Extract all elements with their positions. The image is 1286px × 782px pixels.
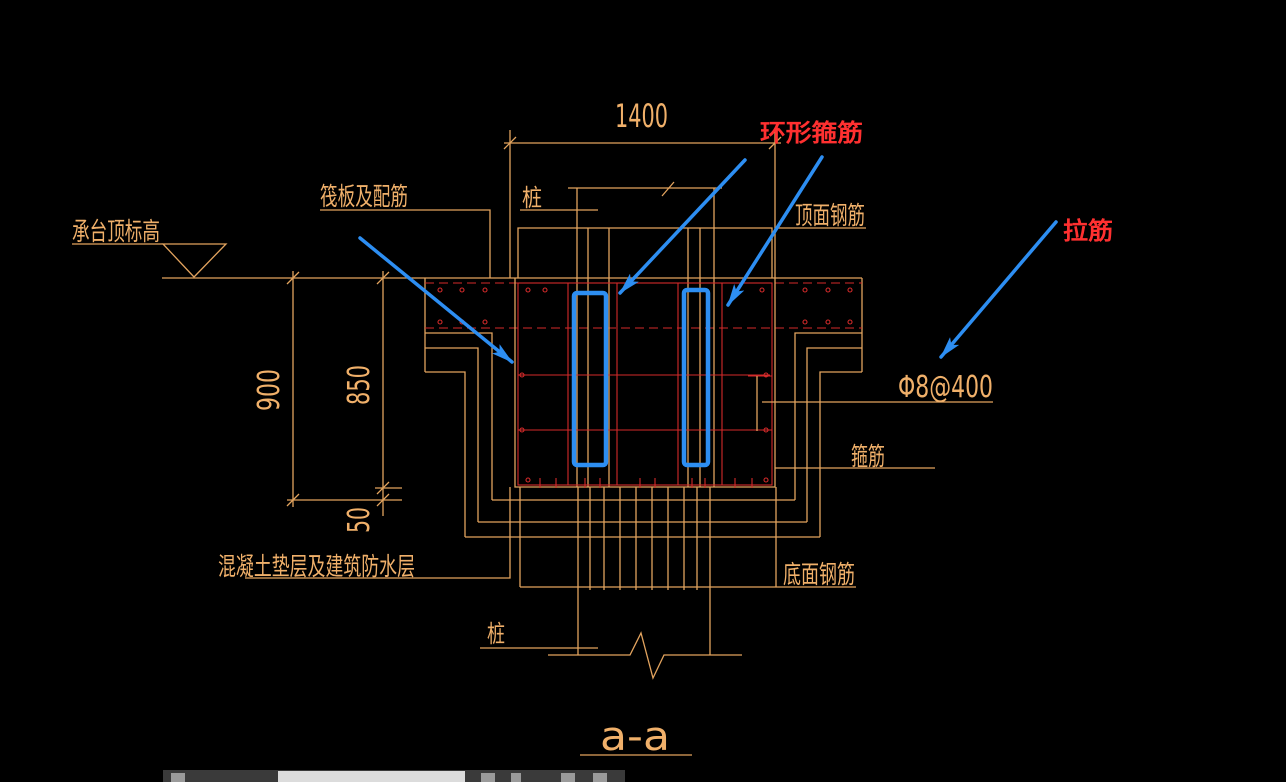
rebar-dot bbox=[459, 287, 465, 293]
dimension-900 bbox=[286, 271, 402, 507]
elevation-triangle bbox=[161, 243, 228, 278]
pile-rebars-group bbox=[589, 487, 698, 590]
cap-top-elevation-label: 承台顶标高 bbox=[72, 217, 160, 246]
rebar-dot bbox=[482, 287, 488, 293]
dim-1400-extensions bbox=[509, 130, 776, 278]
upper-pile-outline bbox=[568, 187, 722, 487]
ring-stirrup-highlight-right bbox=[681, 287, 711, 468]
raft-rebar-label: 筏板及配筋 bbox=[320, 182, 408, 211]
bedding-waterproof-label: 混凝土垫层及建筑防水层 bbox=[218, 552, 415, 581]
pile-cap bbox=[437, 181, 853, 488]
cap-side-rebars bbox=[518, 374, 770, 431]
rebar-dot bbox=[437, 319, 443, 325]
rebar-dot bbox=[519, 427, 525, 433]
top-rebar-label: 顶面钢筋 bbox=[795, 201, 865, 230]
dim-900-text: 900 bbox=[252, 369, 287, 411]
toolbar-button[interactable] bbox=[511, 773, 521, 782]
pile-anchor-rebars bbox=[587, 228, 701, 487]
bottom-rebar-leader bbox=[519, 487, 856, 588]
tie-spec-label: Φ8@400 bbox=[898, 370, 993, 405]
rebar-dot bbox=[519, 372, 525, 378]
rebar-dot bbox=[763, 427, 769, 433]
rebar-dot bbox=[482, 319, 488, 325]
cad-bottom-toolbar bbox=[163, 770, 625, 782]
rebar-dot bbox=[763, 372, 769, 378]
raft-left-steps bbox=[424, 278, 493, 537]
bedding-leader bbox=[245, 487, 511, 579]
toolbar-button[interactable] bbox=[593, 773, 607, 782]
drawing-labels: 1400 900 850 50 承台顶标高 筏板及配筋 桩 顶面钢筋 Φ8@40… bbox=[72, 97, 993, 760]
ring-stirrup-legs bbox=[567, 283, 723, 485]
ring-stirrup-arrow-right bbox=[726, 155, 824, 307]
tie-bar-annotation: 拉筋 bbox=[1063, 217, 1113, 245]
dim-1400-ticks bbox=[503, 136, 782, 150]
raft-slab bbox=[424, 277, 863, 538]
raft-pointer-arrow bbox=[358, 236, 514, 364]
rebar-dot bbox=[802, 287, 808, 293]
highlight-overlay: 环形箍筋 拉筋 bbox=[358, 119, 1113, 468]
rebar-dots-group bbox=[437, 287, 853, 483]
leaders bbox=[245, 209, 993, 756]
tie-bar-ends bbox=[748, 375, 772, 431]
rebar-dot bbox=[847, 287, 853, 293]
dimension-1400 bbox=[503, 130, 782, 278]
pile-bottom-label: 桩 bbox=[487, 620, 505, 648]
cap-outer-hoop bbox=[517, 282, 773, 486]
tie-bar-arrow bbox=[939, 220, 1058, 359]
command-input[interactable] bbox=[278, 771, 465, 782]
upper-pile-break-tick bbox=[661, 181, 675, 197]
dim-850-text: 850 bbox=[342, 365, 377, 405]
cap-top-stub bbox=[517, 227, 773, 278]
pile-top-label: 桩 bbox=[522, 184, 542, 212]
toolbar-button[interactable] bbox=[481, 773, 495, 782]
lower-pile bbox=[548, 487, 742, 680]
lower-pile-outline bbox=[577, 487, 711, 655]
rebar-dot bbox=[542, 287, 548, 293]
bottom-rebar-label: 底面钢筋 bbox=[783, 560, 855, 589]
rebar-dot bbox=[763, 477, 769, 483]
dim-1400-text: 1400 bbox=[615, 97, 668, 135]
stirrup-label: 箍筋 bbox=[851, 442, 885, 471]
raft-right-steps bbox=[794, 278, 863, 537]
rebar-dot bbox=[525, 287, 531, 293]
bottom-rebar-ticks-group bbox=[539, 478, 753, 488]
dim-50-text: 50 bbox=[342, 507, 377, 533]
pile-break-line bbox=[548, 631, 742, 680]
toolbar-button[interactable] bbox=[171, 773, 185, 782]
cap-outline bbox=[514, 278, 776, 488]
bedding-layers bbox=[465, 499, 820, 538]
rebar-dot bbox=[825, 319, 831, 325]
section-title: a-a bbox=[600, 714, 670, 760]
rebar-dot bbox=[437, 287, 443, 293]
rebar-dot bbox=[525, 477, 531, 483]
ring-stirrup-arrow-left bbox=[618, 158, 747, 295]
toolbar-button[interactable] bbox=[561, 773, 575, 782]
rebar-dot bbox=[802, 319, 808, 325]
ring-stirrup-highlight-left bbox=[571, 290, 609, 468]
ring-stirrup-annotation: 环形箍筋 bbox=[760, 119, 863, 147]
rebar-dot bbox=[847, 319, 853, 325]
rebar-dot bbox=[759, 287, 765, 293]
dimension-850-50 bbox=[375, 271, 402, 516]
rebar-dot bbox=[825, 287, 831, 293]
tie-spec-leader bbox=[756, 376, 993, 431]
raft-leader bbox=[320, 209, 491, 278]
